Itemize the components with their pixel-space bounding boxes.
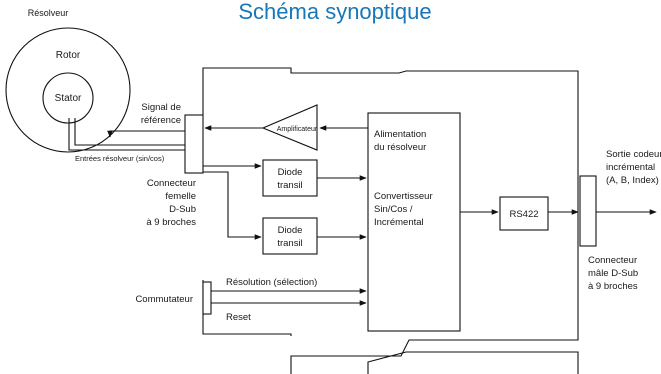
reset-label: Reset xyxy=(226,312,251,323)
output-line3: (A, B, Index) xyxy=(606,175,659,186)
reference-signal-wire xyxy=(107,130,185,138)
resolver-label: Résolveur xyxy=(28,8,69,18)
female-connector-line1: Connecteur xyxy=(147,178,196,189)
arrow-connector-to-diode2 xyxy=(203,171,262,240)
converter-line3: Incrémental xyxy=(374,217,424,228)
male-connector-line1: Connecteur xyxy=(588,255,637,266)
male-connector-line2: mâle D-Sub xyxy=(588,268,638,279)
switch-connector xyxy=(202,281,212,315)
enclosure-bottom-left xyxy=(202,280,292,336)
reference-signal-line1: Signal de xyxy=(141,102,181,113)
diagram-title: Schéma synoptique xyxy=(238,0,431,24)
switch-label: Commutateur xyxy=(135,294,193,305)
output-line2: incrémental xyxy=(606,162,655,173)
resolver-stator-circle xyxy=(42,72,94,124)
power-line2: du résolveur xyxy=(374,142,426,153)
resolver-inputs-label: Entrées résolveur (sin/cos) xyxy=(75,154,165,163)
diode2-line1: Diode xyxy=(278,225,303,236)
rotor-label: Rotor xyxy=(56,50,81,61)
amplifier-triangle xyxy=(261,104,318,151)
male-connector-line3: à 9 broches xyxy=(588,281,638,292)
resolver-wire-inner xyxy=(74,118,185,146)
amplifier-label: Amplificateur xyxy=(277,126,318,133)
female-connector-line4: à 9 broches xyxy=(146,217,196,228)
diode-transil-2 xyxy=(262,217,318,255)
resolver-wire-outer xyxy=(68,118,185,151)
power-line1: Alimentation xyxy=(374,129,426,140)
diode-transil-1 xyxy=(262,159,318,197)
male-connector xyxy=(579,175,597,247)
stator-label: Stator xyxy=(55,93,82,104)
output-line1: Sortie codeur xyxy=(606,149,661,160)
diode1-line2: transil xyxy=(277,180,302,191)
diode2-line2: transil xyxy=(277,238,302,249)
female-connector-line3: D-Sub xyxy=(169,204,196,215)
rs422-block xyxy=(499,196,549,231)
converter-block xyxy=(367,112,461,332)
enclosure-outline xyxy=(202,67,579,374)
rs422-label: RS422 xyxy=(509,209,538,220)
diode1-line1: Diode xyxy=(278,167,303,178)
resolution-label: Résolution (sélection) xyxy=(226,277,317,288)
converter-line1: Convertisseur xyxy=(374,191,433,202)
converter-line2: Sin/Cos / xyxy=(374,204,413,215)
enclosure-bottom-right xyxy=(367,351,579,374)
female-connector xyxy=(184,114,204,174)
female-connector-line2: femelle xyxy=(165,191,196,202)
reference-signal-line2: référence xyxy=(141,115,181,126)
